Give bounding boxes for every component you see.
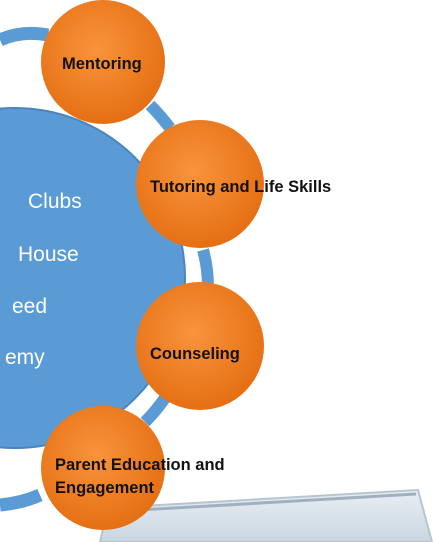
node-circle-parent-education	[41, 406, 165, 530]
node-circle-counseling	[136, 282, 264, 410]
hub-line-4: emy	[5, 346, 45, 369]
node-label-tutoring: Tutoring and Life Skills	[150, 178, 332, 196]
connector-segment	[0, 26, 50, 47]
node-label-mentoring: Mentoring	[62, 55, 142, 73]
bottom-card-edge	[104, 492, 417, 514]
bottom-card	[98, 488, 434, 542]
connector-segment	[140, 391, 172, 427]
node-label-counseling: Counseling	[150, 345, 240, 363]
node-circle-mentoring	[41, 0, 165, 124]
hub-line-2: House	[18, 243, 79, 266]
connector-segment	[145, 100, 175, 132]
node-label-engagement: Engagement	[55, 479, 155, 497]
node-label-parent-education: Parent Education and	[55, 456, 225, 474]
connector-segment	[0, 489, 43, 512]
node-circle-tutoring	[136, 120, 264, 248]
hub-line-3: eed	[12, 295, 48, 318]
node-circles	[41, 0, 264, 530]
hub-line-1: Clubs	[28, 190, 82, 213]
